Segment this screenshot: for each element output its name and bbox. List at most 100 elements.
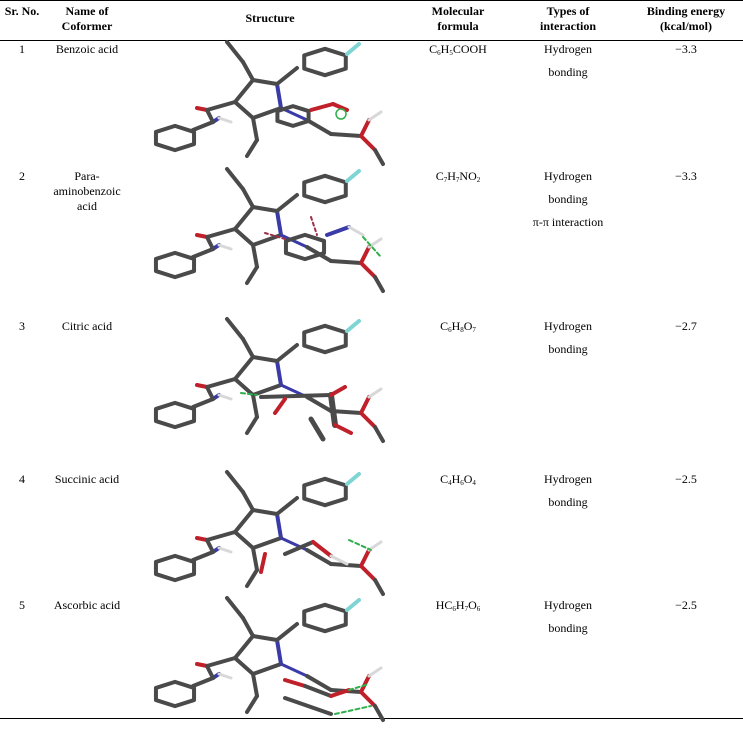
interaction-line: Hydrogen	[522, 468, 614, 491]
formula-subscript: 6	[452, 605, 456, 613]
hydrogen-bond	[334, 705, 372, 715]
interaction-line: bonding	[522, 338, 614, 361]
sr-number-text: 2	[19, 169, 25, 183]
formula-element: H	[451, 319, 461, 333]
h-bond-stub	[217, 116, 233, 124]
hydrogen-bond	[348, 683, 370, 691]
bond	[205, 538, 215, 554]
pyrrole-bond	[233, 508, 255, 534]
hydrogen-bond	[240, 392, 258, 396]
bond	[305, 395, 333, 413]
formula-subscript: 6	[460, 479, 464, 487]
bond	[245, 138, 259, 158]
structure-image	[135, 165, 405, 295]
formula-subscript: 4	[472, 479, 476, 487]
binding-energy: −3.3	[630, 165, 742, 188]
formula-element: H	[440, 42, 450, 56]
formula-subscript: 6	[476, 605, 481, 613]
coformer-ring	[275, 104, 311, 128]
sr-number: 4	[4, 468, 40, 491]
coformer-name-text: Succinic acid	[54, 472, 120, 486]
coformer-name-text: Para-	[74, 169, 100, 183]
pyrrole-bond	[275, 512, 283, 540]
bond	[225, 596, 245, 620]
pyrrole-bond	[251, 508, 279, 516]
bond	[303, 684, 333, 698]
bond	[241, 490, 255, 512]
bond	[329, 132, 363, 138]
h-bond-stub	[217, 546, 233, 554]
molecular-formula: C6H5COOH	[418, 38, 498, 65]
formula-element: C	[440, 319, 449, 333]
fluorine-atom	[345, 42, 361, 56]
bond	[191, 397, 215, 409]
sr-number-text: 4	[19, 472, 25, 486]
fluorine-atom	[345, 598, 361, 612]
bond	[225, 40, 245, 64]
formula-element: O	[463, 319, 473, 333]
pyrrole-bond	[233, 355, 255, 381]
bond	[191, 247, 215, 259]
bond	[328, 392, 338, 428]
formula-element: O	[468, 598, 477, 612]
header-molecular-formula: Molecular formula	[431, 4, 485, 33]
bond	[305, 548, 333, 566]
interaction-line: Hydrogen	[522, 165, 614, 188]
interaction-text: bonding	[548, 342, 588, 356]
bond	[245, 415, 259, 435]
bond	[245, 694, 259, 714]
interaction-line: π-π interaction	[522, 211, 614, 234]
bond	[275, 496, 299, 516]
coformer-name-text: Citric acid	[61, 319, 113, 333]
bond	[251, 393, 259, 419]
bond	[225, 470, 245, 494]
sr-number: 1	[4, 38, 40, 61]
bond	[205, 664, 215, 680]
phenyl-ring	[153, 679, 197, 709]
molecule-structure	[153, 596, 385, 722]
bond	[329, 688, 351, 698]
bond	[373, 275, 385, 293]
bond	[245, 568, 259, 588]
formula-subscript: 7	[455, 176, 460, 184]
bond	[241, 616, 255, 638]
coformer-name-text: Ascorbic acid	[53, 598, 121, 612]
fluorine-atom	[345, 472, 361, 486]
interaction-line: bonding	[522, 617, 614, 640]
coformer-name: Citric acid	[48, 315, 126, 334]
interaction-line: bonding	[522, 61, 614, 84]
bond	[373, 578, 385, 596]
formula-element: NO	[459, 169, 477, 183]
interaction-text: bonding	[548, 621, 588, 635]
bond	[367, 387, 383, 399]
interaction-line: Hydrogen	[522, 315, 614, 338]
bond	[191, 676, 215, 688]
bond	[373, 704, 385, 722]
hydrogen-bond	[348, 539, 372, 551]
pyrrole-bond	[251, 78, 279, 86]
h-bond-stub	[217, 243, 233, 251]
bond	[359, 134, 377, 152]
bond	[241, 337, 255, 359]
coformer-name-line: Para-	[48, 169, 126, 184]
interaction-text: Hydrogen	[544, 319, 592, 333]
formula-subscript: 7	[443, 176, 448, 184]
bond	[279, 662, 309, 678]
bond	[373, 425, 385, 443]
molecular-formula: HC6H7O6	[418, 594, 498, 621]
structure-image	[135, 468, 405, 598]
formula-element: C	[440, 472, 449, 486]
bond	[359, 690, 377, 708]
bond	[275, 66, 299, 86]
fluorophenyl-ring	[302, 476, 348, 508]
structure-image	[135, 38, 405, 168]
bond	[205, 100, 237, 112]
interaction-text: bonding	[548, 192, 588, 206]
pyrrole-bond	[233, 78, 255, 104]
pyrrole-bond	[251, 536, 283, 550]
bond	[283, 678, 307, 688]
